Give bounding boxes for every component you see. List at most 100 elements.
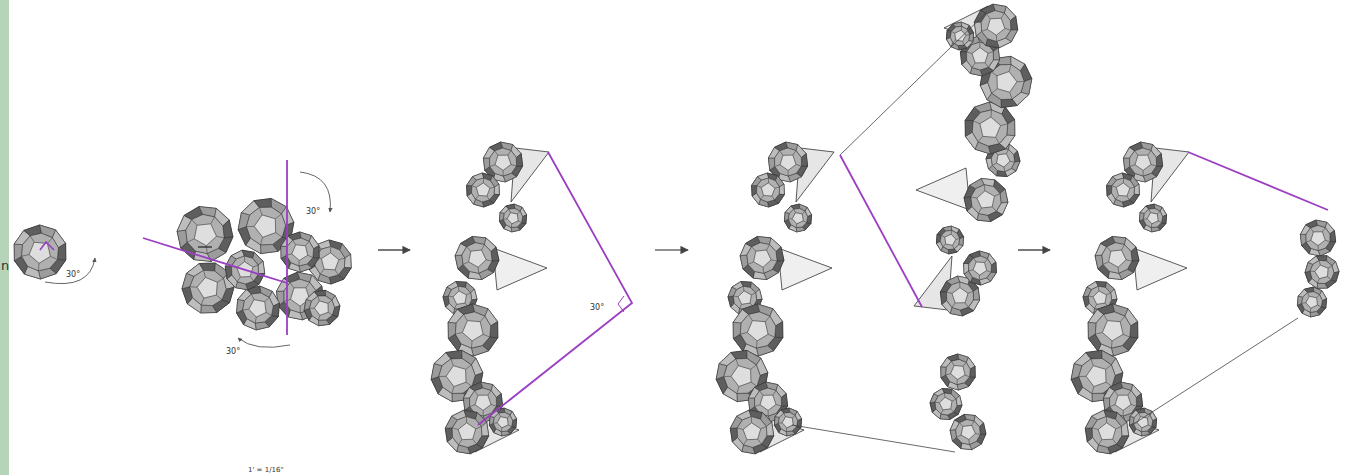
polyhedron-edge — [743, 440, 746, 445]
polyhedron-edge — [1126, 260, 1132, 261]
polyhedron-face — [1085, 428, 1092, 442]
polyhedron — [1129, 408, 1156, 436]
polyhedron-edge — [1010, 161, 1015, 163]
polyhedron-face — [1306, 225, 1330, 250]
polyhedron-edge — [1106, 365, 1112, 369]
polyhedron-edge — [986, 14, 990, 19]
page-margin — [0, 0, 9, 475]
polyhedron-face — [516, 154, 522, 166]
single-polyhedron — [14, 225, 66, 279]
polyhedron-outline — [1297, 287, 1326, 317]
polyhedron-outline — [730, 410, 773, 454]
polyhedron-outline — [740, 237, 784, 280]
polyhedron-edge — [979, 275, 980, 280]
polyhedron — [499, 204, 526, 232]
polyhedron-outline — [1300, 220, 1335, 256]
polyhedron-edge — [1106, 417, 1107, 423]
polyhedron-edge — [957, 435, 962, 437]
polyhedron-edge — [761, 427, 767, 429]
polyhedron-edge — [1004, 167, 1006, 172]
polyhedron-face — [972, 48, 988, 63]
polyhedron-face — [246, 207, 285, 245]
polyhedron-edge — [794, 209, 796, 213]
polyhedron-face — [261, 245, 279, 254]
polyhedron-edge — [965, 303, 968, 307]
polyhedron-outline — [467, 173, 500, 207]
polyhedron-edge — [959, 282, 960, 288]
polyhedron-edge — [483, 178, 484, 183]
polyhedron-face — [1010, 16, 1017, 30]
polyhedron-edge — [476, 427, 482, 429]
polyhedron-edge — [328, 300, 332, 303]
polyhedron — [182, 263, 234, 313]
rotation-line — [1188, 152, 1328, 210]
polyhedron-face — [760, 395, 776, 410]
polyhedron-face — [775, 322, 783, 338]
polyhedron — [455, 237, 499, 280]
polyhedron-edge — [1147, 415, 1150, 418]
polyhedron-face — [507, 213, 518, 224]
polyhedron-edge — [1319, 260, 1320, 265]
polyhedron-outline — [177, 207, 233, 262]
polyhedron-face — [1315, 265, 1328, 279]
polyhedron-face — [467, 185, 472, 196]
polyhedron-edge — [320, 269, 324, 274]
polyhedron-outline — [1305, 256, 1339, 289]
process-arrow — [378, 249, 410, 250]
polyhedron-edge — [996, 35, 997, 41]
polyhedron-edge — [803, 221, 806, 223]
polyhedron-edge — [768, 334, 775, 337]
process-arrow — [1018, 249, 1050, 250]
polyhedron-edge — [466, 293, 470, 295]
polyhedron-edge — [992, 207, 996, 212]
polyhedron-edge — [984, 185, 986, 191]
polyhedron-face — [14, 244, 22, 261]
polyhedron-outline — [448, 304, 498, 356]
polyhedron-face — [1086, 366, 1106, 387]
polyhedron-edge — [737, 386, 739, 393]
polyhedron-edge — [992, 163, 996, 165]
polyhedron-edge — [941, 235, 944, 237]
polyhedron-edge — [470, 405, 475, 407]
polyhedron-edge — [517, 211, 520, 214]
polyhedron — [986, 144, 1020, 177]
polyhedron-face — [458, 423, 476, 440]
polyhedron-edge — [463, 262, 469, 265]
polyhedron-outline — [774, 408, 801, 436]
angle-label: 30° — [306, 207, 320, 216]
polyhedron-edge — [499, 413, 501, 417]
polyhedron-edge — [973, 121, 980, 124]
polyhedron-edge — [748, 262, 754, 265]
polyhedron-edge — [786, 428, 788, 432]
polyhedron-edge — [201, 298, 204, 305]
polyhedron-edge — [1092, 428, 1098, 430]
polyhedron-edge — [751, 417, 752, 423]
tick-mark — [198, 246, 212, 247]
polyhedron-edge — [38, 263, 40, 271]
polyhedron-edge — [802, 211, 805, 214]
polyhedron-edge — [508, 151, 511, 156]
polyhedron-edge — [992, 89, 998, 93]
polyhedron-face — [1112, 178, 1135, 202]
polyhedron-outline — [986, 144, 1020, 177]
polyhedron-edge — [1128, 391, 1131, 396]
polyhedron-edge — [30, 236, 34, 242]
polyhedron-edge — [985, 259, 988, 263]
polyhedron-face — [940, 292, 946, 304]
polyhedron-edge — [475, 196, 478, 200]
polyhedron-edge — [455, 332, 462, 334]
polyhedron-face — [945, 234, 956, 245]
polyhedron-edge — [737, 428, 743, 430]
polyhedron-face — [991, 262, 996, 273]
polyhedron-outline — [238, 199, 294, 254]
polyhedron-edge — [1079, 376, 1086, 377]
polyhedron-face — [972, 110, 1007, 146]
polyhedron-edge — [260, 237, 262, 245]
angle-label: 30° — [590, 296, 604, 314]
polyhedron-face — [462, 321, 483, 341]
polyhedron-face — [190, 270, 226, 305]
polyhedron-edge — [1130, 165, 1135, 167]
polyhedron-outline — [1139, 204, 1166, 232]
polyhedron-edge — [1098, 440, 1101, 445]
polyhedron-edge — [298, 260, 299, 266]
